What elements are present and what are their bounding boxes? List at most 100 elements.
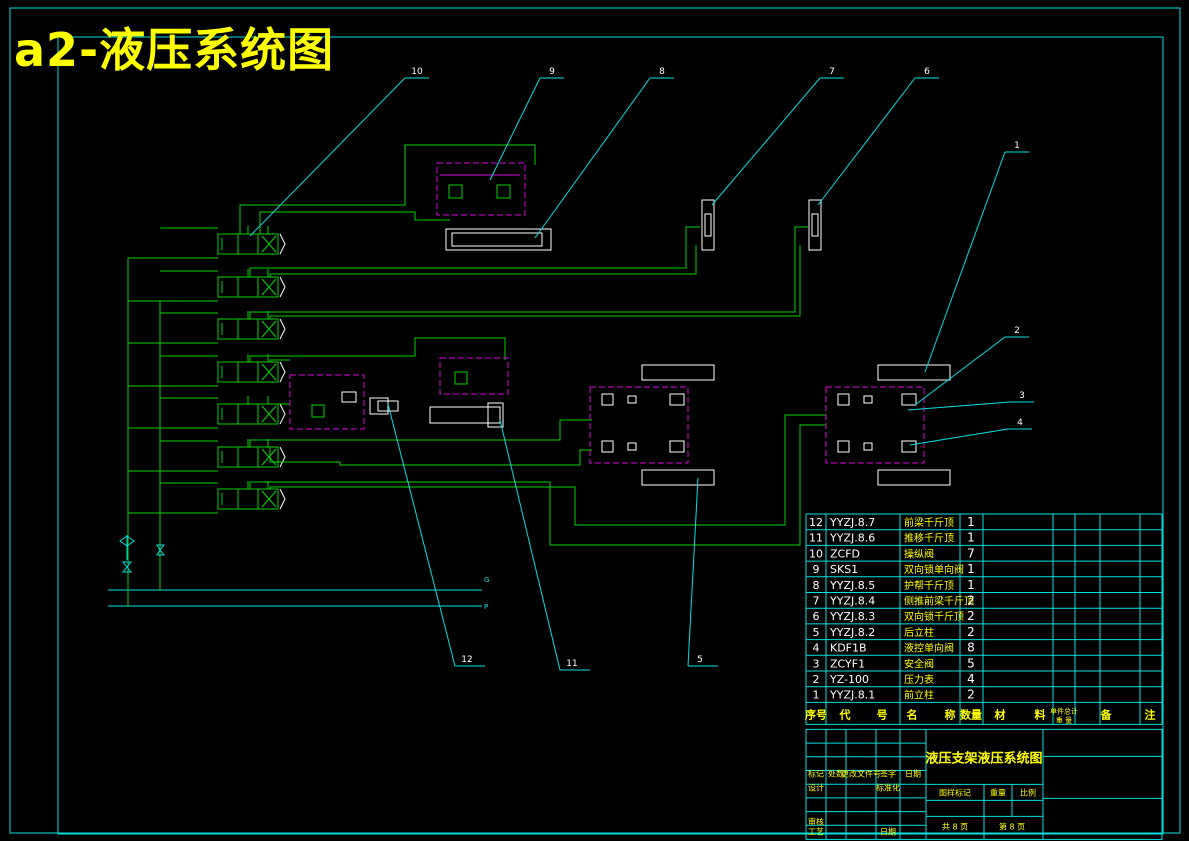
balloon-label-2: 2: [1014, 326, 1020, 336]
jack-piston: [811, 213, 819, 237]
part-qty: 1: [967, 515, 975, 529]
filter-symbol: [119, 535, 135, 547]
title-block-cell: 签字: [880, 768, 896, 778]
check-valve: [837, 440, 850, 453]
part-code: YYZJ.8.2: [829, 626, 875, 639]
part-qty: 4: [967, 672, 975, 686]
part-name: 双向锁千斤顶: [904, 610, 964, 623]
valve-pos-a: [237, 488, 259, 510]
control-valve: [128, 354, 286, 387]
parts-header-cell: 序号: [805, 707, 827, 721]
valve-arrow: [261, 320, 277, 338]
part-name: 操纵阀: [904, 547, 934, 560]
leader-line: [924, 151, 1006, 373]
part-code: YYZJ.8.7: [829, 516, 875, 529]
drawing-name: 液压支架液压系统图: [925, 750, 1042, 766]
balloon-label-3: 3: [1019, 391, 1025, 401]
part-qty: 2: [967, 625, 975, 639]
parts-header-cell: 注: [1145, 707, 1156, 721]
part-name: 侧推前梁千斤顶: [904, 595, 974, 608]
part-no: 1: [813, 689, 820, 702]
jack-12: [369, 397, 389, 415]
parts-header-cell: 材: [995, 707, 1006, 721]
part-name: 后立柱: [904, 626, 934, 639]
pipe-to-9: [239, 144, 536, 234]
valve-arrow: [261, 235, 277, 253]
pressure-gauge: [901, 440, 917, 453]
valve-arrow: [261, 278, 277, 296]
check-valve: [454, 371, 468, 385]
double-lock-valve-9: [436, 162, 526, 216]
control-valve: [128, 439, 286, 472]
valve-solenoid-box: [217, 361, 239, 383]
part-name: 推移千斤顶: [904, 532, 954, 545]
title-block-cell: 图样标记: [939, 787, 971, 797]
valve-pos-a: [237, 361, 259, 383]
parts-header-weight: 单件总计: [1050, 706, 1078, 715]
parts-header-cell: 数量: [960, 707, 982, 721]
part-qty: 1: [967, 562, 975, 576]
balloon-label-1: 1: [1014, 141, 1020, 151]
pipe-to-5: [249, 419, 592, 447]
pipe-to-1: [249, 424, 826, 546]
pressure-gauge: [901, 393, 917, 406]
part-qty: 1: [967, 578, 975, 592]
valve-pos-a: [237, 318, 259, 340]
valve-pos-a: [237, 276, 259, 298]
relief-valve: [863, 442, 873, 451]
part-code: KDF1B: [830, 642, 867, 655]
balloon-label-11: 11: [566, 659, 577, 669]
leader-line: [914, 336, 1006, 406]
valve-pos-a: [237, 446, 259, 468]
title-block-cell: 第 8 页: [999, 821, 1025, 831]
pipe-to-6b: [269, 245, 801, 319]
leg-5-bottom: [641, 469, 715, 486]
balloon-label-10: 10: [411, 67, 423, 77]
part-code: ZCYF1: [830, 657, 865, 670]
part-no: 8: [813, 579, 820, 592]
part-code: ZCFD: [830, 547, 860, 560]
relief-valve: [863, 395, 873, 404]
parts-header-cell: 号: [877, 708, 888, 721]
part-name: 护帮千斤顶: [904, 579, 954, 592]
inner-border: [57, 36, 1164, 835]
part-name: 安全阀: [904, 657, 934, 670]
title-block-cell: 审核: [808, 816, 824, 826]
part-qty: 7: [967, 546, 975, 560]
part-no: 7: [813, 595, 820, 608]
leader-line: [489, 77, 541, 181]
part-name: 前梁千斤顶: [904, 516, 954, 529]
leader-line: [687, 477, 699, 667]
part-no: 9: [813, 563, 820, 576]
leg-1-top: [877, 364, 951, 381]
valve-block-5: [589, 386, 689, 464]
valve-pos-a: [237, 233, 259, 255]
title-block-cell: 设计: [808, 782, 824, 792]
leader-line: [534, 77, 651, 239]
leader-line: [249, 77, 406, 237]
valve-spring: [279, 318, 286, 340]
title-block-cell: 更改文件号: [841, 768, 881, 778]
outer-border: [9, 7, 1181, 834]
part-qty: 2: [967, 609, 975, 623]
drawing-title: a2-液压系统图: [14, 23, 335, 77]
parts-header-cell: 料: [1035, 707, 1046, 721]
pipe-to-12: [269, 359, 290, 362]
leg-5-top: [641, 364, 715, 381]
title-block-cell: 标记: [808, 768, 824, 778]
title-block-cell: 比例: [1020, 787, 1036, 797]
part-code: YZ-100: [829, 673, 869, 686]
balloon-label-5: 5: [697, 655, 703, 665]
control-valve: [128, 396, 286, 429]
valve-arrow: [261, 363, 277, 381]
part-no: 11: [809, 532, 823, 545]
parts-header-cell: 名: [907, 707, 918, 721]
check-valve: [601, 440, 614, 453]
control-valve: [128, 226, 286, 259]
leader-line: [387, 403, 456, 667]
control-valve: [128, 481, 286, 514]
relief-valve: [627, 442, 637, 451]
pressure-gauge: [669, 393, 685, 406]
leg-1-bottom: [877, 469, 951, 486]
jack-11: [429, 406, 501, 424]
